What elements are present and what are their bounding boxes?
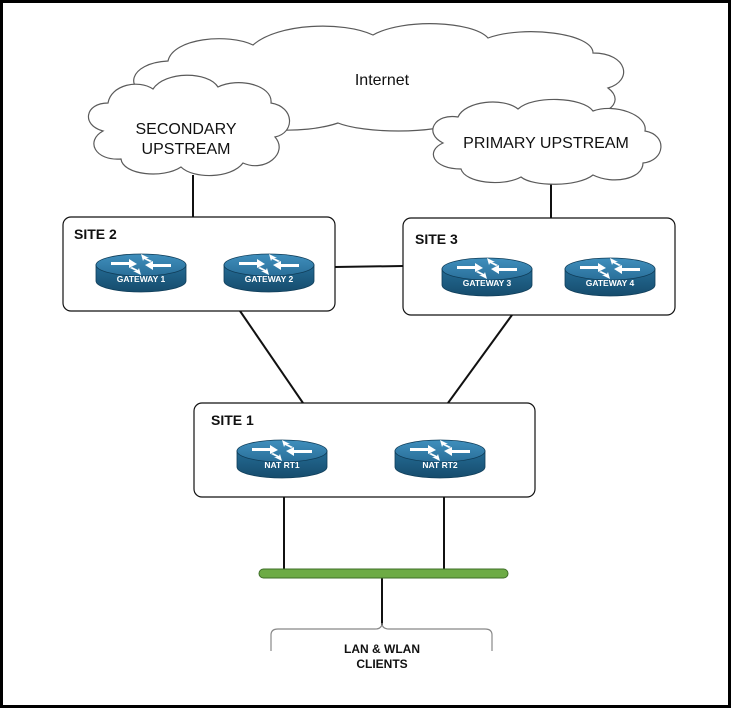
router-gateway-2: GATEWAY 2 <box>223 253 315 293</box>
site3-label: SITE 3 <box>415 231 458 247</box>
router-gateway-4: GATEWAY 4 <box>564 257 656 297</box>
secondary-upstream-label-line1: SECONDARY <box>135 121 236 138</box>
nat-rt1-label: NAT RT1 <box>264 460 300 470</box>
gateway-1-label: GATEWAY 1 <box>117 274 166 284</box>
gateway-4-label: GATEWAY 4 <box>586 278 635 288</box>
router-gateway-1: GATEWAY 1 <box>95 253 187 293</box>
gateway-3-label: GATEWAY 3 <box>463 278 512 288</box>
link-site3-site1 <box>447 314 513 404</box>
network-diagram: Internet SECONDARY UPSTREAM PRIMARY UPST… <box>62 23 676 671</box>
gateway-2-label: GATEWAY 2 <box>245 274 294 284</box>
primary-upstream-label: PRIMARY UPSTREAM <box>463 135 629 152</box>
router-gateway-3: GATEWAY 3 <box>441 257 533 297</box>
site2-label: SITE 2 <box>74 226 117 242</box>
router-nat-rt2: NAT RT2 <box>394 439 486 479</box>
link-site2-site3 <box>334 265 404 268</box>
site3-box: SITE 3 GATEWAY 3 GATEWAY 4 <box>402 217 676 316</box>
router-nat-rt1: NAT RT1 <box>236 439 328 479</box>
primary-upstream-cloud: PRIMARY UPSTREAM <box>432 98 662 185</box>
lan-bus <box>258 568 509 579</box>
site1-box: SITE 1 NAT RT1 NAT RT2 <box>193 402 536 498</box>
nat-rt2-label: NAT RT2 <box>422 460 458 470</box>
clients-label-line2: CLIENTS <box>356 657 407 671</box>
secondary-upstream-cloud: SECONDARY UPSTREAM <box>87 74 291 177</box>
site2-box: SITE 2 GATEWAY 1 GATEWAY 2 <box>62 216 336 312</box>
clients-label-line1: LAN & WLAN <box>344 642 420 656</box>
site1-label: SITE 1 <box>211 412 254 428</box>
internet-label: Internet <box>355 72 410 89</box>
link-site2-site1 <box>239 310 304 404</box>
secondary-upstream-label-line2: UPSTREAM <box>142 141 231 158</box>
clients-brace <box>270 622 493 651</box>
